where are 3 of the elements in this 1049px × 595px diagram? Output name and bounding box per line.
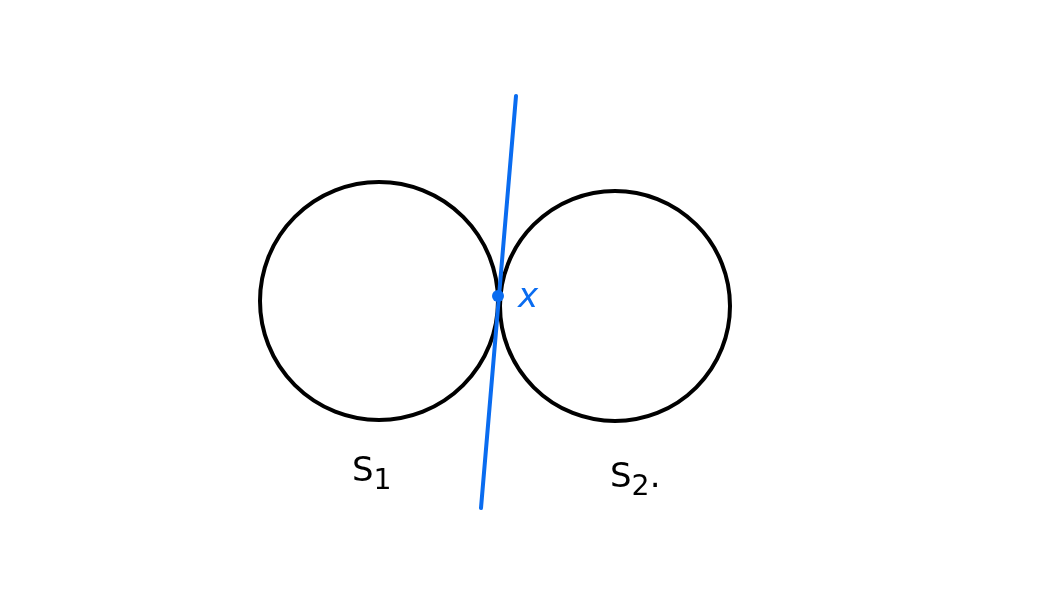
circle-label: S$_{1}$ xyxy=(352,452,392,495)
point-label: x xyxy=(518,278,539,312)
circle-label: S$_{2}$. xyxy=(610,458,661,501)
